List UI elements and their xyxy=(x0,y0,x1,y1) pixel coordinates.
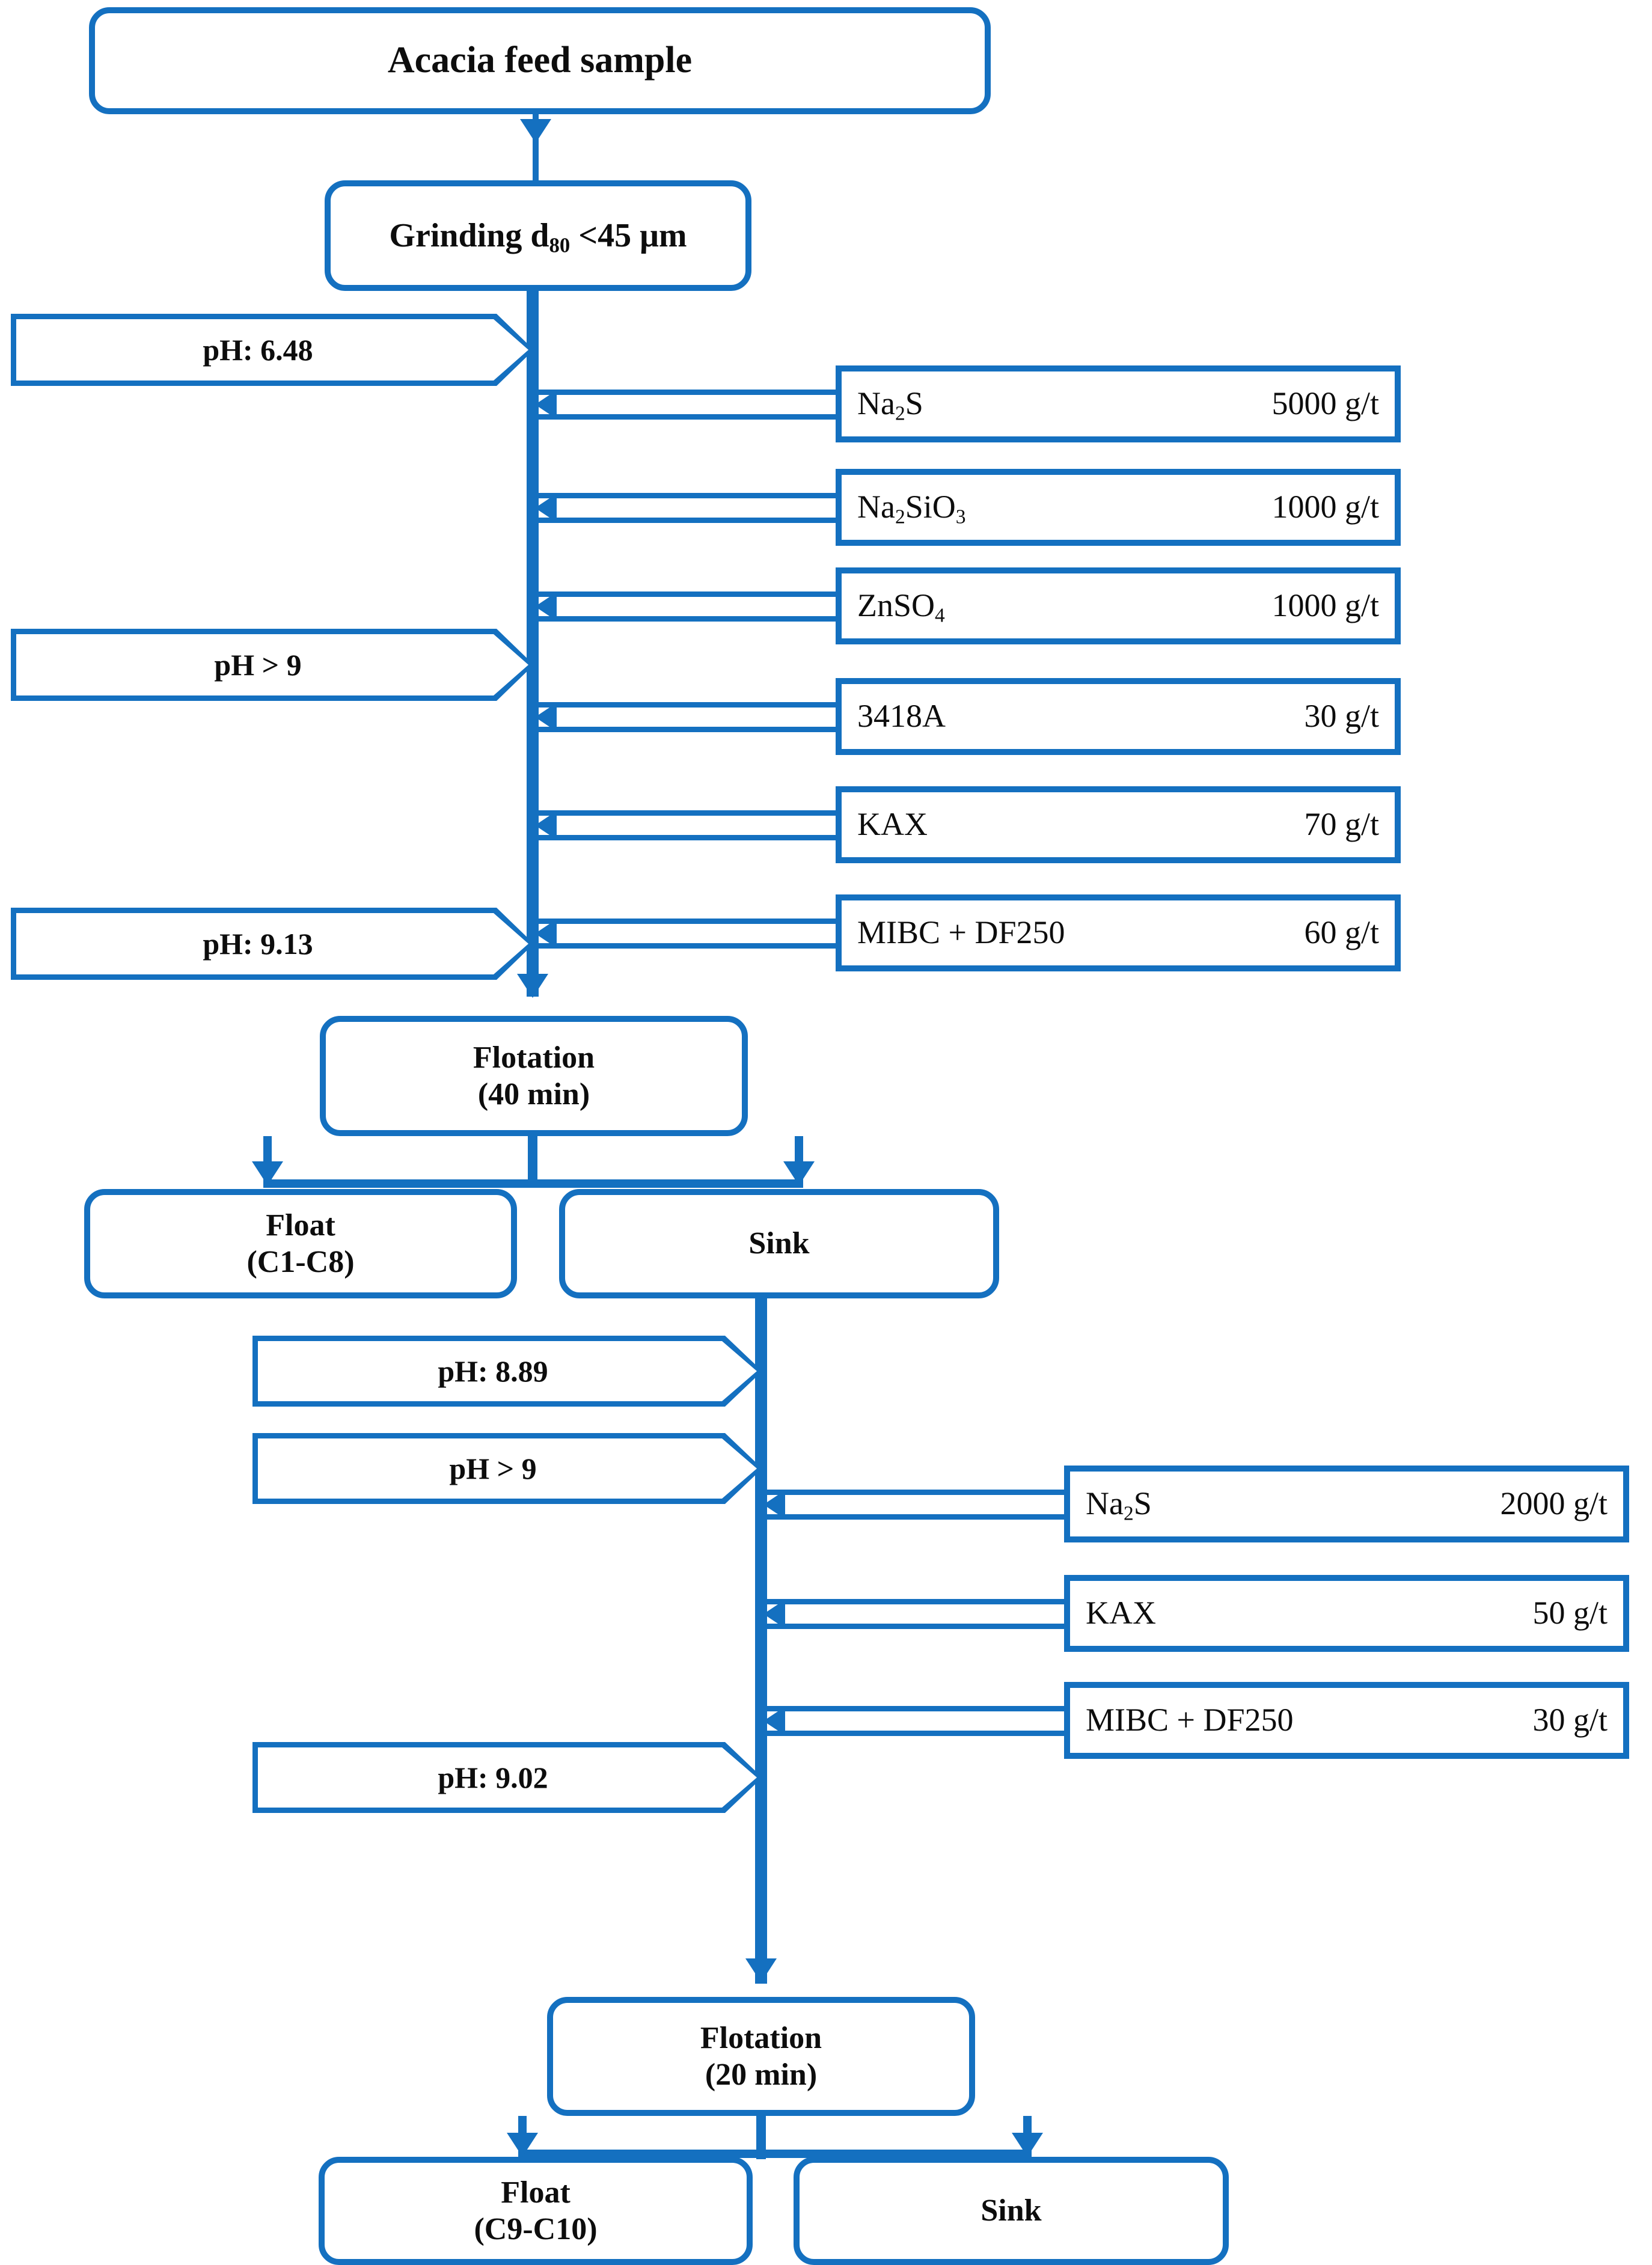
connector-flotation2-down xyxy=(756,2116,766,2159)
ph-arrow-inner xyxy=(16,319,528,381)
feed-line-kax-stage1 xyxy=(539,810,839,840)
reagent-dose: 60 g/t xyxy=(1304,914,1379,951)
node-label-float2: Float (C9-C10) xyxy=(474,2175,598,2246)
ph-label: pH: 9.13 xyxy=(203,927,313,961)
reagent-dose: 30 g/t xyxy=(1532,1702,1608,1738)
ph-arrow-inner xyxy=(258,1747,757,1808)
connector-flotation1-down xyxy=(528,1136,537,1188)
ph-label: pH: 9.02 xyxy=(438,1761,548,1794)
arrow-head-kax-stage2 xyxy=(763,1600,785,1628)
reagent-name: Na2S xyxy=(1086,1485,1152,1525)
ph-arrow-inner xyxy=(16,634,528,695)
ph-arrow-648: pH: 6.48 xyxy=(11,314,534,386)
ph-label: pH > 9 xyxy=(449,1452,537,1485)
node-acacia-feed-sample: Acacia feed sample xyxy=(89,7,991,114)
reagent-box-znso4-stage1: ZnSO4 1000 g/t xyxy=(836,567,1401,644)
node-label-sink1: Sink xyxy=(748,1226,810,1261)
reagent-name: Na2SiO3 xyxy=(857,489,966,528)
ph-arrow-gt9-stage2: pH > 9 xyxy=(252,1433,762,1504)
arrow-head-spine-to-flotation2 xyxy=(745,1958,777,1982)
reagent-box-na2sio3-stage1: Na2SiO3 1000 g/t xyxy=(836,469,1401,546)
feed-line-znso4-stage1 xyxy=(539,591,839,622)
arrow-head-flotation2-to-float xyxy=(507,2133,538,2157)
arrow-head-mibc-stage2 xyxy=(763,1707,785,1735)
conditioning-spine-stage2 xyxy=(755,1298,767,1984)
arrow-head-flotation1-to-float xyxy=(252,1161,283,1185)
reagent-dose: 70 g/t xyxy=(1304,806,1379,843)
connector-flotation2-split-bar xyxy=(518,2150,1032,2158)
reagent-name: KAX xyxy=(857,806,928,843)
feed-line-na2sio3-stage1 xyxy=(539,493,839,523)
reagent-box-mibc-stage2: MIBC + DF250 30 g/t xyxy=(1064,1682,1629,1759)
reagent-dose: 2000 g/t xyxy=(1500,1485,1608,1522)
arrow-head-spine-to-flotation1 xyxy=(517,974,548,998)
node-float-c1-c8: Float (C1-C8) xyxy=(84,1189,517,1298)
node-flotation-20min: Flotation (20 min) xyxy=(547,1997,975,2116)
ph-arrow-902: pH: 9.02 xyxy=(252,1742,762,1813)
ph-label: pH: 8.89 xyxy=(438,1354,548,1388)
reagent-box-na2s-stage2: Na2S 2000 g/t xyxy=(1064,1466,1629,1542)
reagent-name: MIBC + DF250 xyxy=(857,914,1065,951)
feed-line-na2s-stage2 xyxy=(767,1490,1068,1520)
arrow-head-3418a-stage1 xyxy=(535,703,557,732)
connector-flotation1-split-bar xyxy=(263,1179,803,1188)
node-float-c9-c10: Float (C9-C10) xyxy=(319,2157,753,2265)
reagent-dose: 5000 g/t xyxy=(1271,385,1379,422)
node-grinding: Grinding d80 <45 μm xyxy=(325,180,751,291)
reagent-dose: 50 g/t xyxy=(1532,1595,1608,1631)
arrow-head-na2s-stage1 xyxy=(535,390,557,419)
reagent-box-na2s-stage1: Na2S 5000 g/t xyxy=(836,365,1401,442)
arrow-head-flotation1-to-sink xyxy=(783,1161,815,1185)
reagent-dose: 30 g/t xyxy=(1304,698,1379,735)
arrow-head-znso4-stage1 xyxy=(535,592,557,621)
reagent-name: MIBC + DF250 xyxy=(1086,1702,1294,1738)
reagent-dose: 1000 g/t xyxy=(1271,489,1379,525)
feed-line-3418a-stage1 xyxy=(539,702,839,732)
grinding-subscript: 80 xyxy=(549,233,571,257)
reagent-box-kax-stage1: KAX 70 g/t xyxy=(836,786,1401,863)
node-sink-stage1: Sink xyxy=(559,1189,999,1298)
ph-arrow-gt9-stage1: pH > 9 xyxy=(11,629,534,701)
reagent-box-mibc-stage1: MIBC + DF250 60 g/t xyxy=(836,894,1401,971)
arrow-head-na2s-stage2 xyxy=(763,1490,785,1519)
arrow-head-kax-stage1 xyxy=(535,811,557,840)
grinding-prefix: Grinding d xyxy=(389,216,549,254)
ph-arrow-inner xyxy=(258,1438,757,1499)
reagent-name: 3418A xyxy=(857,698,946,735)
ph-arrow-inner xyxy=(258,1341,757,1401)
arrow-head-feed-to-grinding xyxy=(520,119,551,143)
node-label-grinding: Grinding d80 <45 μm xyxy=(383,216,693,257)
reagent-name: Na2S xyxy=(857,385,923,425)
feed-line-kax-stage2 xyxy=(767,1599,1068,1629)
ph-arrow-889: pH: 8.89 xyxy=(252,1336,762,1407)
connector-feed-to-grinding xyxy=(533,114,539,182)
node-label-flotation2: Flotation (20 min) xyxy=(700,2020,822,2092)
node-flotation-40min: Flotation (40 min) xyxy=(320,1016,748,1136)
ph-arrow-913: pH: 9.13 xyxy=(11,908,534,980)
ph-label: pH: 6.48 xyxy=(203,333,313,367)
reagent-name: KAX xyxy=(1086,1595,1156,1631)
feed-line-mibc-stage2 xyxy=(767,1706,1068,1736)
node-label: Acacia feed sample xyxy=(387,40,693,81)
node-sink-stage2: Sink xyxy=(794,2157,1229,2265)
grinding-suffix: <45 μm xyxy=(570,216,687,254)
feed-line-na2s-stage1 xyxy=(539,390,839,420)
ph-label: pH > 9 xyxy=(214,648,302,682)
ph-arrow-inner xyxy=(16,913,528,974)
reagent-dose: 1000 g/t xyxy=(1271,587,1379,624)
reagent-box-kax-stage2: KAX 50 g/t xyxy=(1064,1575,1629,1652)
arrow-head-na2sio3-stage1 xyxy=(535,494,557,522)
node-label-float1: Float (C1-C8) xyxy=(246,1208,355,1279)
node-label-flotation1: Flotation (40 min) xyxy=(473,1040,595,1111)
arrow-head-flotation2-to-sink xyxy=(1012,2133,1043,2157)
feed-line-mibc-stage1 xyxy=(539,919,839,949)
node-label-sink2: Sink xyxy=(980,2193,1042,2228)
arrow-head-mibc-stage1 xyxy=(535,919,557,948)
reagent-name: ZnSO4 xyxy=(857,587,945,627)
reagent-box-3418a-stage1: 3418A 30 g/t xyxy=(836,678,1401,755)
